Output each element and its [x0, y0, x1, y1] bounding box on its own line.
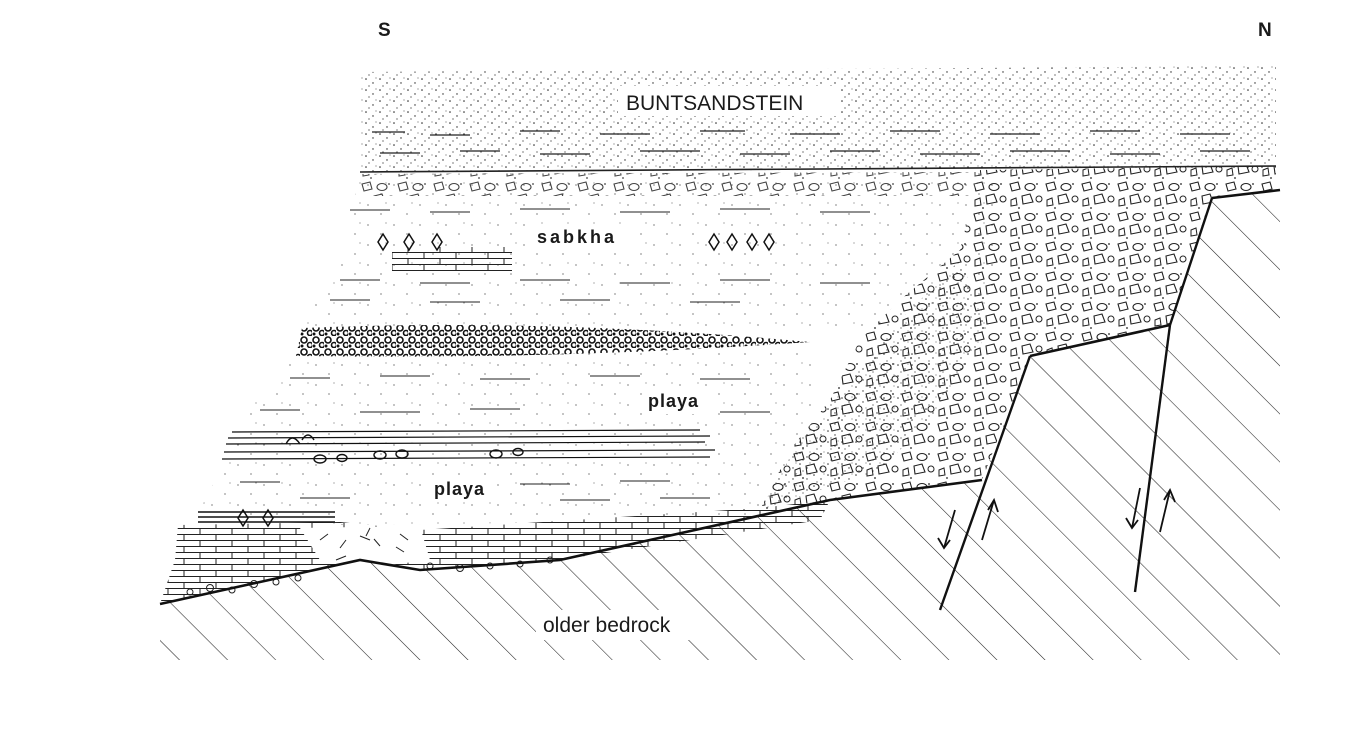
playa-upper-layer [220, 348, 820, 470]
fault-motion-arrow-icons [937, 487, 1176, 550]
compass-south-label: S [378, 20, 391, 41]
sabkha-layer [300, 172, 1000, 330]
playa-lower-label-bg [428, 476, 496, 502]
bedrock [159, 188, 1281, 660]
bedrock-label: older bedrock [543, 614, 671, 637]
playa-upper-label: playa [648, 391, 699, 411]
fault-lines [938, 197, 1214, 611]
playa-lower-layer [198, 470, 800, 525]
buntsandstein-layer [359, 66, 1277, 173]
playa-upper-label-bg [642, 388, 710, 414]
compass-north-label: N [1258, 20, 1272, 41]
nodular-band [296, 325, 810, 357]
alluvial-fan-conglomerate [760, 166, 1276, 510]
playa-lower-label: playa [434, 479, 485, 499]
bedrock-label-bg [536, 610, 698, 640]
sabkha-label-bg [530, 224, 630, 250]
buntsandstein-label: BUNTSANDSTEIN [626, 92, 803, 115]
buntsandstein-label-bg [618, 86, 840, 116]
sabkha-label: sabkha [537, 227, 617, 247]
